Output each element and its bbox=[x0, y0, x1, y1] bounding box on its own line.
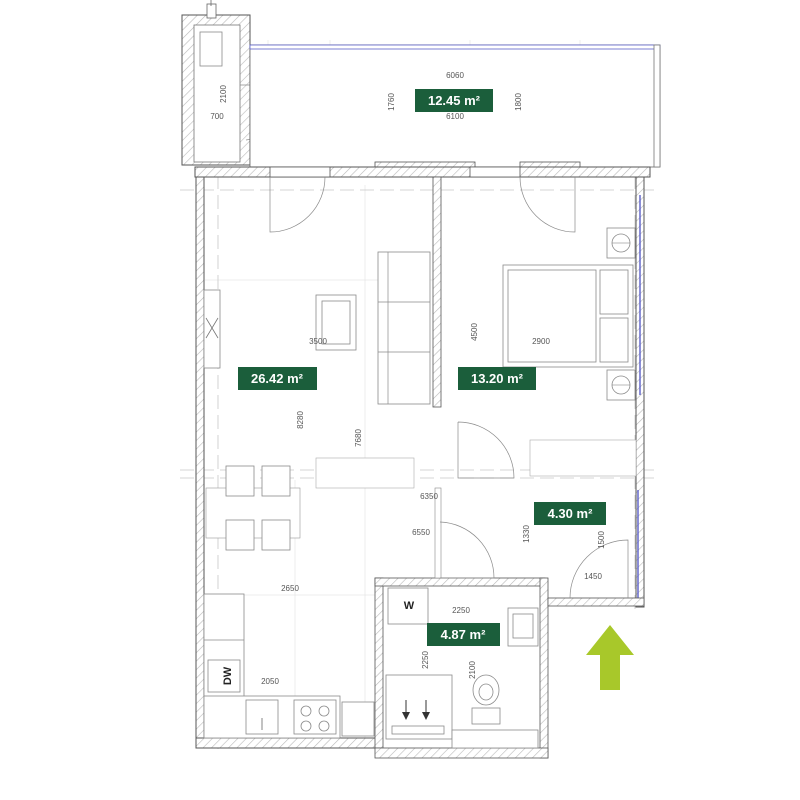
bedroom-furniture bbox=[502, 227, 637, 477]
dim-2100a: 2100 bbox=[219, 85, 228, 103]
balcony bbox=[181, 0, 661, 175]
dim-1800: 1800 bbox=[514, 93, 523, 111]
svg-text:13.20 m²: 13.20 m² bbox=[471, 371, 524, 386]
living-area-tag: 26.42 m² bbox=[238, 367, 317, 390]
dim-6100: 6100 bbox=[446, 112, 464, 121]
dim-1760: 1760 bbox=[387, 93, 396, 111]
svg-text:4.87 m²: 4.87 m² bbox=[441, 627, 486, 642]
dim-6060: 6060 bbox=[446, 71, 464, 80]
walls bbox=[194, 166, 651, 759]
svg-text:26.42 m²: 26.42 m² bbox=[251, 371, 304, 386]
dim-8280: 8280 bbox=[296, 411, 305, 429]
area-labels: 12.45 m² 26.42 m² 13.20 m² 4.30 m² 4.87 … bbox=[238, 89, 606, 646]
entrance-arrow-icon bbox=[586, 625, 634, 690]
dim-2250b: 2250 bbox=[421, 651, 430, 669]
dim-7680: 7680 bbox=[354, 429, 363, 447]
washer-label: W bbox=[404, 600, 415, 612]
dim-2100b: 2100 bbox=[468, 661, 477, 679]
svg-text:12.45 m²: 12.45 m² bbox=[428, 93, 481, 108]
balcony-area-tag: 12.45 m² bbox=[415, 89, 493, 112]
dim-4500: 4500 bbox=[470, 323, 479, 341]
dim-1450: 1450 bbox=[584, 572, 602, 581]
dim-1330: 1330 bbox=[522, 525, 531, 543]
dim-6350: 6350 bbox=[420, 492, 438, 501]
dim-2050: 2050 bbox=[261, 677, 279, 686]
dim-3500: 3500 bbox=[309, 337, 327, 346]
dim-2900: 2900 bbox=[532, 337, 550, 346]
svg-text:4.30 m²: 4.30 m² bbox=[548, 506, 593, 521]
dim-2650: 2650 bbox=[281, 584, 299, 593]
dimension-labels: 6060 6100 2100 700 1760 1800 3500 4500 2… bbox=[210, 71, 606, 686]
dishwasher-label: DW bbox=[222, 666, 234, 685]
dim-1500: 1500 bbox=[597, 531, 606, 549]
hall-area-tag: 4.30 m² bbox=[534, 502, 606, 525]
bedroom-area-tag: 13.20 m² bbox=[458, 367, 536, 390]
dim-2250a: 2250 bbox=[452, 606, 470, 615]
dim-6550: 6550 bbox=[412, 528, 430, 537]
dim-700: 700 bbox=[210, 112, 224, 121]
appliance-labels: W DW bbox=[207, 600, 415, 693]
bathroom-fixtures bbox=[385, 587, 539, 749]
bathroom-area-tag: 4.87 m² bbox=[427, 623, 500, 646]
doors bbox=[269, 176, 629, 599]
living-room-furniture bbox=[203, 251, 431, 551]
